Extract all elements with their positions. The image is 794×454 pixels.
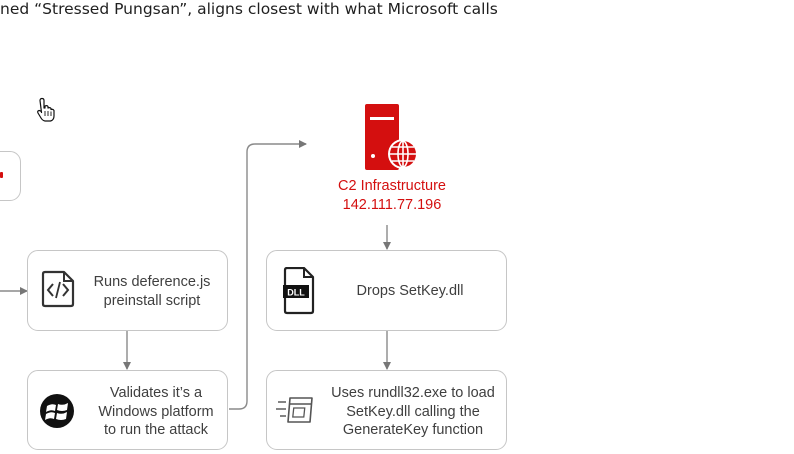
windows-logo-icon: [40, 394, 74, 428]
validate-line-2: Windows platform: [98, 403, 214, 420]
preinstall-line-2: preinstall script: [103, 292, 201, 309]
rundll-line-2: SetKey.dll calling the: [346, 403, 480, 420]
previous-step-box: [0, 151, 21, 201]
rundll-line-1: Uses rundll32.exe to load: [331, 385, 495, 401]
rundll-line-3: GenerateKey function: [342, 422, 484, 438]
previous-step-red-mark: [0, 172, 3, 178]
dll-icon-label: DLL: [287, 288, 305, 298]
preinstall-step-text: Runs deference.js preinstall script: [80, 273, 224, 310]
validate-line-1: Validates it’s a: [109, 385, 203, 401]
dll-file-icon: DLL: [283, 267, 315, 315]
c2-ip-address: 142.111.77.196: [342, 196, 442, 213]
drop-dll-step-text: Drops SetKey.dll: [356, 283, 464, 299]
c2-infrastructure-label: C2 Infrastructure 142.111.77.196: [322, 177, 462, 214]
arrow-validate-to-c2: [229, 140, 307, 410]
rundll-step-text: Uses rundll32.exe to load SetKey.dll cal…: [322, 384, 504, 440]
server-globe-icon: [365, 104, 418, 170]
code-file-icon: [41, 270, 75, 308]
validate-step-text: Validates it’s a Windows platform to run…: [74, 384, 238, 440]
validate-line-3: to run the attack: [104, 422, 208, 438]
c2-title: C2 Infrastructure: [338, 178, 446, 194]
article-intro-text: ned “Stressed Pungsan”, aligns closest w…: [0, 0, 498, 18]
hand-pointer-cursor: [37, 97, 55, 122]
window-speed-icon: [276, 397, 313, 423]
preinstall-line-1: Runs deference.js: [93, 274, 211, 290]
